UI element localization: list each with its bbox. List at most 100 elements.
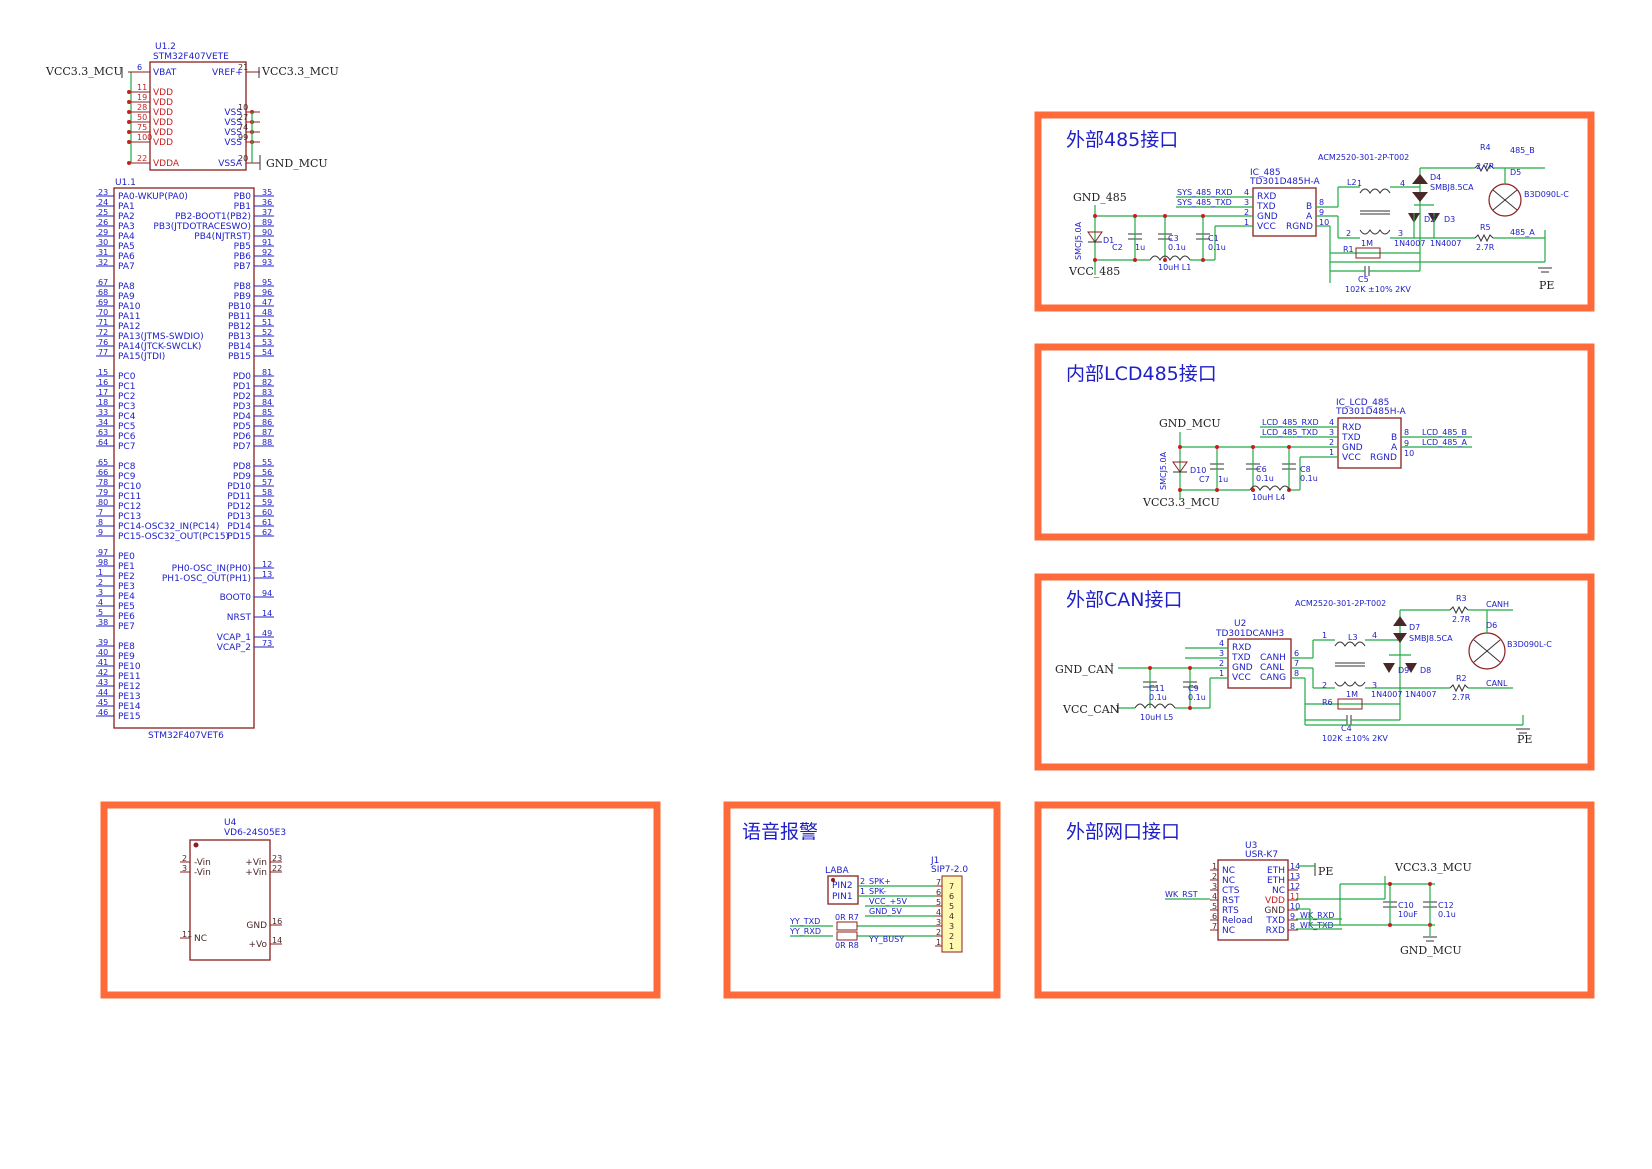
mcu-io-pin-name: PA8 <box>118 282 135 292</box>
svg-text:GND: GND <box>1342 443 1363 453</box>
ext-485-d3-part: 1N4007 <box>1430 239 1461 248</box>
mcu-io-pin-name: PA6 <box>118 252 135 262</box>
net-lcd-485-txd: LCD_485_TXD <box>1262 428 1318 437</box>
j1-pin-label: 3 <box>949 922 954 931</box>
eth-pin-name: RTS <box>1222 906 1239 916</box>
mcu-io-pin-num: 25 <box>98 208 108 217</box>
eth-chip-part: USR-K7 <box>1245 850 1278 860</box>
j1-pin-label: 7 <box>949 882 954 891</box>
eth-pin-num: 1 <box>1212 862 1217 871</box>
mcu-io-pin-name: PA1 <box>118 202 135 212</box>
u4-pin-name: -Vin <box>194 858 211 868</box>
mcu-io-pin-num: 9 <box>98 528 103 537</box>
ext-485-c3: C3 <box>1168 234 1179 243</box>
ext-485-chip-part: TD301D485H-A <box>1249 177 1321 187</box>
ext-485-r4-val: 2.7R <box>1476 162 1495 171</box>
mcu-io-pin-name: PC11 <box>118 492 141 502</box>
mcu-io-pin-name: PA7 <box>118 262 135 272</box>
mcu-io-pin-name: PD9 <box>233 472 251 482</box>
mcu-power-pin-num: 99 <box>238 133 248 142</box>
net-lcd-485-b: LCD_485_B <box>1422 428 1467 437</box>
mcu-io-pin-name: PH0-OSC_IN(PH0) <box>172 564 251 574</box>
mcu-io-pin-num: 31 <box>98 248 108 257</box>
mcu-io-pin-num: 46 <box>98 708 108 717</box>
j1-pin-label: 2 <box>949 932 954 941</box>
mcu-io-pin-num: 16 <box>98 378 108 387</box>
mcu-io-pin-num: 42 <box>98 668 108 677</box>
mcu-power-junction <box>127 120 131 124</box>
ext-485-r1: R1 <box>1343 245 1354 254</box>
lcd-485-c7: C7 <box>1199 475 1210 484</box>
svg-text:B: B <box>1306 202 1312 212</box>
lcd-485-c6-val: 0.1u <box>1256 474 1274 483</box>
mcu-io-pin-num: 91 <box>262 238 272 247</box>
eth-pin-name: Reload <box>1222 916 1253 926</box>
can-r6: R6 <box>1322 698 1333 707</box>
svg-text:4: 4 <box>1329 418 1334 427</box>
mcu-io-pin-num: 33 <box>98 408 108 417</box>
net-pe-can: PE <box>1517 733 1532 746</box>
ext-485-l2: L2 <box>1347 178 1357 187</box>
mcu-io-pin-num: 55 <box>262 458 272 467</box>
mcu-io-pin-num: 96 <box>262 288 272 297</box>
mcu-io-pin-name: PE11 <box>118 672 141 682</box>
svg-text:RXD: RXD <box>1257 192 1276 202</box>
mcu-io-pin-num: 82 <box>262 378 272 387</box>
mcu-power-pin-name: VDD <box>153 98 173 108</box>
j1-pin-label: 5 <box>949 902 954 911</box>
eth-pin-name: NC <box>1222 926 1235 936</box>
mcu-io-pin-num: 62 <box>262 528 272 537</box>
mcu-io-pin-num: 52 <box>262 328 272 337</box>
svg-text:4: 4 <box>1400 179 1405 188</box>
mcu-io-pin-num: 64 <box>98 438 108 447</box>
mcu-io-pin-name: PC15-OSC32_OUT(PC15) <box>118 532 229 542</box>
u4-body <box>189 839 271 961</box>
j1-pin-num: 1 <box>936 938 941 947</box>
mcu-io-pin-name: VCAP_2 <box>217 643 251 653</box>
eth-pin-num: 4 <box>1212 892 1217 901</box>
mcu-power-junction <box>127 140 131 144</box>
eth-pin-name: VDD <box>1265 896 1285 906</box>
net-vcc-485: VCC_485 <box>1068 265 1120 278</box>
u4-pin-num: 14 <box>272 936 282 945</box>
mcu-io-pin-num: 45 <box>98 698 108 707</box>
can-d6: D6 <box>1486 621 1497 630</box>
mcu-io-pin-name: PC0 <box>118 372 136 382</box>
svg-text:3: 3 <box>1398 229 1403 238</box>
mcu-io-pin-name: PB12 <box>228 322 251 332</box>
mcu-io-pin-num: 38 <box>98 618 108 627</box>
mcu-io-pin-name: PD15 <box>227 532 251 542</box>
net-lcd-485-a: LCD_485_A <box>1422 438 1467 447</box>
mcu-io-pin-num: 59 <box>262 498 272 507</box>
frame-ext-485 <box>1034 111 1595 312</box>
j1-pin-num: 2 <box>936 928 941 937</box>
ext-485-chip-ref: IC_485 <box>1250 168 1281 178</box>
svg-text:10: 10 <box>1404 449 1414 458</box>
eth-pin-num: 7 <box>1212 922 1217 931</box>
mcu-io-pin-num: 41 <box>98 658 108 667</box>
svg-text:1: 1 <box>1244 218 1249 227</box>
mcu-power-pin-num: 10 <box>238 103 248 112</box>
lcd-485-chip-part: TD301D485H-A <box>1335 407 1407 417</box>
ext-485-l1: 10uH L1 <box>1158 263 1191 272</box>
net-lcd-485-rxd: LCD_485_RXD <box>1262 418 1319 427</box>
mcu-io-pin-num: 26 <box>98 218 108 227</box>
svg-text:9: 9 <box>1404 439 1409 448</box>
mcu-io-pin-name: PC2 <box>118 392 135 402</box>
u4-pin-num: 2 <box>182 854 187 863</box>
ext-485-c3-val: 0.1u <box>1168 243 1186 252</box>
mcu-io-pin-name: PC4 <box>118 412 136 422</box>
frame-lcd-485 <box>1034 343 1595 541</box>
can-r6-val: 1M <box>1346 690 1358 699</box>
mcu-power-pin-num: 11 <box>137 83 147 92</box>
svg-text:B: B <box>1391 433 1397 443</box>
mcu-io-pin-num: 95 <box>262 278 272 287</box>
mcu-power-junction <box>127 110 131 114</box>
ext-485-d1-part: SMCJ5.0A <box>1074 221 1083 260</box>
title-ethernet: 外部网口接口 <box>1066 821 1180 843</box>
eth-pin-num: 8 <box>1290 922 1295 931</box>
mcu-power-body <box>149 61 247 171</box>
mcu-io-pin-name: PA5 <box>118 242 135 252</box>
svg-text:TXD: TXD <box>1231 653 1251 663</box>
